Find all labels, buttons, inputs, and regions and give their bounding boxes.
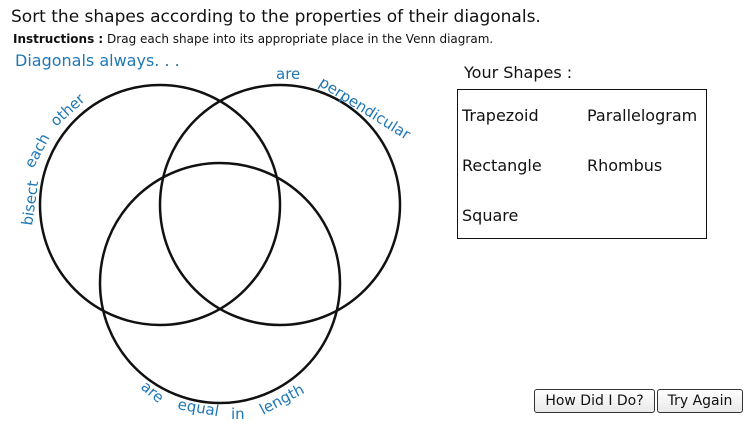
shape-rhombus[interactable]: Rhombus xyxy=(587,156,663,175)
shape-square[interactable]: Square xyxy=(462,206,519,225)
shape-rectangle[interactable]: Rectangle xyxy=(462,156,542,175)
label-bisect: bisect xyxy=(18,180,42,227)
venn-circle-perpendicular[interactable] xyxy=(158,83,402,327)
shape-parallelogram[interactable]: Parallelogram xyxy=(587,106,698,125)
label-perpendicular: perpendicular xyxy=(316,73,415,144)
page-title: Sort the shapes according to the propert… xyxy=(11,7,541,27)
shapes-tray[interactable]: Trapezoid Parallelogram Rectangle Rhombu… xyxy=(457,89,707,239)
instructions: Instructions : Drag each shape into its … xyxy=(13,32,493,46)
venn-heading: Diagonals always. . . xyxy=(15,51,180,70)
venn-circle-equal-length[interactable] xyxy=(98,161,342,405)
instructions-text: Drag each shape into its appropriate pla… xyxy=(107,32,494,46)
try-again-button[interactable]: Try Again xyxy=(657,389,743,413)
shape-trapezoid[interactable]: Trapezoid xyxy=(462,106,539,125)
label-equal: equal xyxy=(176,395,220,420)
label-other: other xyxy=(47,89,89,130)
how-did-i-do-button[interactable]: How Did I Do? xyxy=(534,389,655,413)
label-are-bottom: are xyxy=(137,377,167,406)
label-are-top: are xyxy=(276,65,300,83)
your-shapes-title: Your Shapes : xyxy=(464,63,573,82)
label-in: in xyxy=(231,405,245,423)
venn-circle-bisect[interactable] xyxy=(38,83,282,327)
label-each: each xyxy=(21,130,54,170)
instructions-label: Instructions : xyxy=(13,32,104,46)
